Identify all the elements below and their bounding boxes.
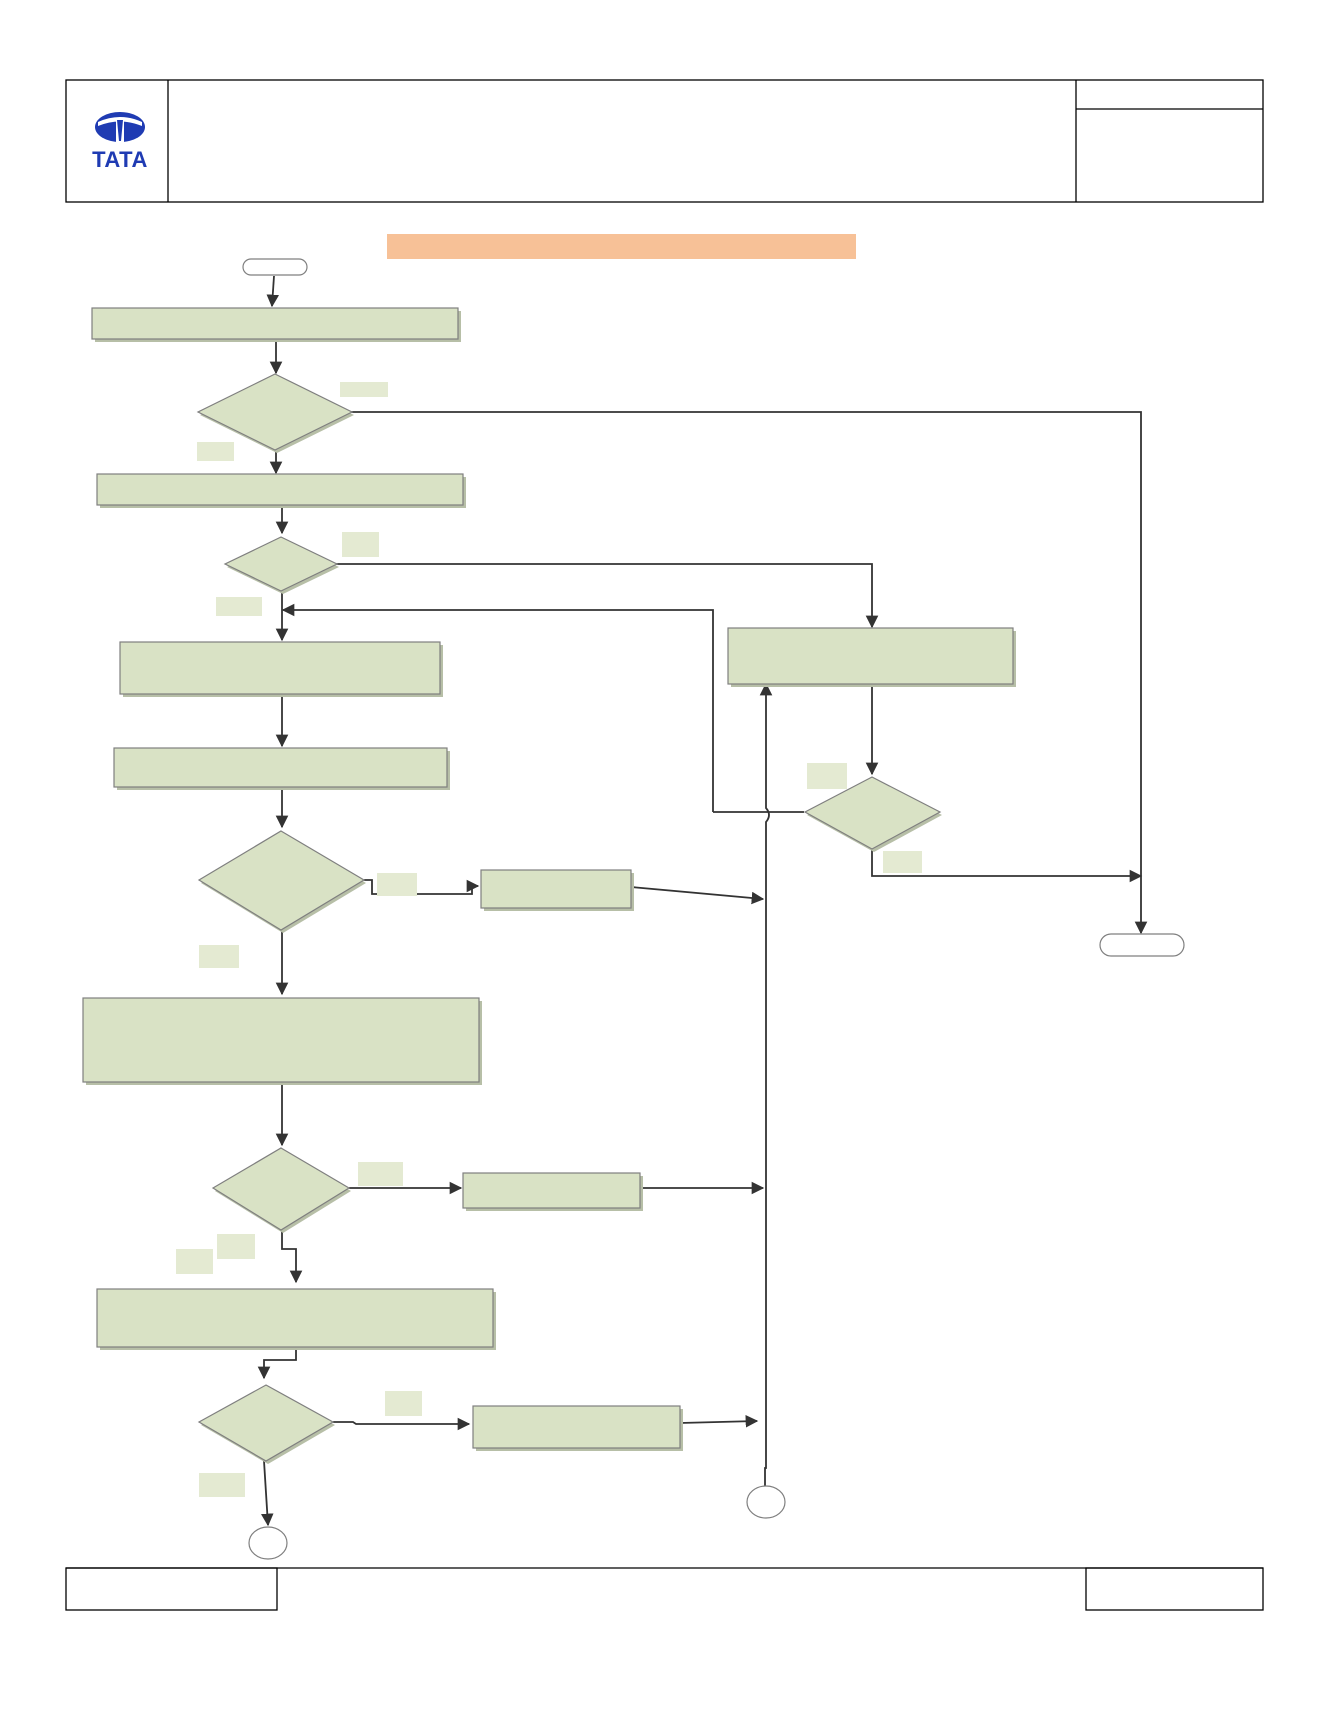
process-box-2 [96, 473, 466, 508]
tata-logo: TATA [92, 112, 148, 172]
process-box-side-2 [462, 1172, 643, 1211]
connectors [257, 275, 1148, 1527]
footer-frame [65, 1567, 1264, 1611]
decision-1 [196, 373, 354, 453]
end-terminator [1099, 933, 1185, 957]
flow-title-banner [387, 234, 856, 259]
branch-label [217, 1234, 255, 1259]
branch-label [807, 763, 847, 789]
process-box-4 [113, 747, 450, 790]
decision-2 [223, 536, 339, 594]
branch-label [342, 532, 379, 557]
process-box-5 [82, 997, 482, 1085]
process-box-right [727, 627, 1016, 687]
branch-label [385, 1391, 422, 1416]
branch-label [216, 597, 262, 616]
branch-labels [176, 382, 922, 1497]
decision-5 [197, 1384, 335, 1464]
process-box-side-3 [472, 1405, 683, 1451]
header-frame [65, 79, 1264, 203]
process-box-1 [91, 307, 461, 342]
tata-emblem-icon [95, 112, 145, 142]
logo-wordmark: TATA [92, 147, 148, 172]
offpage-connector-right [746, 1485, 786, 1519]
branch-label [340, 382, 388, 397]
decision-3 [197, 830, 366, 933]
process-box-6 [96, 1288, 496, 1350]
process-box-3 [119, 641, 443, 697]
decision-4 [211, 1147, 351, 1233]
branch-label [176, 1249, 213, 1274]
branch-label [377, 873, 417, 896]
process-box-side-1 [480, 869, 634, 911]
branch-label [199, 1473, 245, 1497]
branch-label [199, 945, 239, 968]
branch-label [883, 851, 922, 873]
offpage-connector-left [248, 1526, 288, 1560]
decision-right [803, 776, 942, 852]
start-terminator [242, 258, 308, 276]
branch-label [358, 1162, 403, 1186]
branch-label [197, 442, 234, 461]
